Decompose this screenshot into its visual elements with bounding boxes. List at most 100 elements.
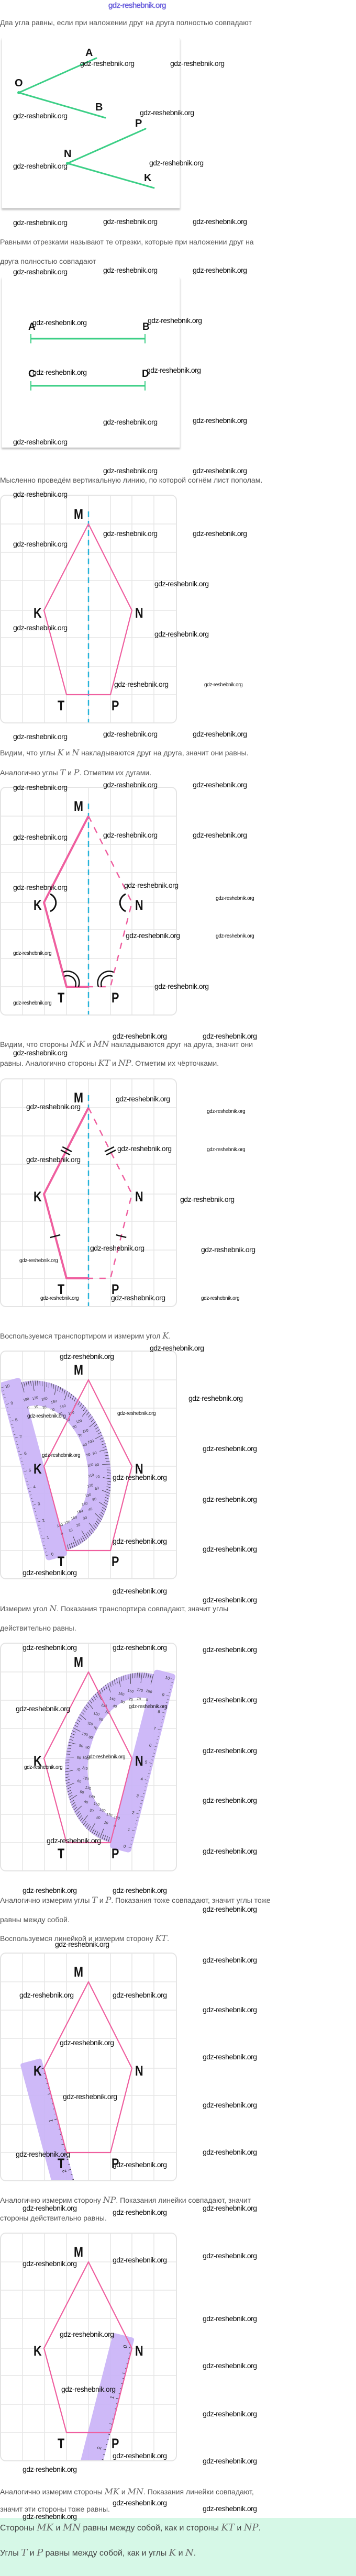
watermark-text: gdz-reshebnik.org xyxy=(201,1296,240,1301)
protractor-inner-label: 60 xyxy=(72,1425,77,1430)
text-line: Два угла равны, если при наложении друг … xyxy=(0,13,356,32)
protractor-tick xyxy=(73,1727,81,1732)
protractor-tick xyxy=(48,1382,50,1388)
ruler-number: 3 xyxy=(37,1501,41,1507)
vertex-label-k: K xyxy=(34,606,42,621)
protractor-tick xyxy=(91,1698,94,1702)
ruler-tick xyxy=(11,1424,13,1425)
angle-arc-t-outer xyxy=(63,971,80,987)
protractor-outer-label: 110 xyxy=(87,1721,94,1726)
ruler-tick xyxy=(108,2434,110,2435)
protractor-outer-label: 100 xyxy=(81,1732,88,1737)
protractor-tick xyxy=(105,1460,110,1462)
vertex-label-t: T xyxy=(58,2156,64,2172)
ruler-number: 5 xyxy=(28,1468,32,1473)
protractor-tick xyxy=(107,1472,111,1474)
protractor-outer-label: 70 xyxy=(76,1768,81,1772)
protractor-tick xyxy=(88,1530,92,1535)
vertex-label-k: K xyxy=(34,2064,42,2079)
protractor-tick xyxy=(66,1754,70,1755)
protractor-tick xyxy=(81,1815,88,1824)
watermark-text: gdz-reshebnik.org xyxy=(203,1956,257,1964)
protractor-inner-label: 160 xyxy=(99,1808,106,1813)
protractor-tick xyxy=(23,1381,25,1387)
angle-arc-p-inner xyxy=(100,975,113,987)
protractor-tick xyxy=(125,1675,127,1680)
text-line: действительно равны. xyxy=(0,1619,356,1638)
pentagon-left-half xyxy=(43,816,90,988)
protractor-inner-label: 90 xyxy=(85,1745,90,1750)
text-segment: значит эти стороны тоже равны. xyxy=(0,2505,110,2513)
protractor-tick xyxy=(114,1679,116,1685)
protractor-tick xyxy=(101,1440,105,1443)
ruler-number: 7 xyxy=(153,1726,157,1731)
protractor-inner-label: 90 xyxy=(86,1453,91,1457)
segments-diagram: A B C D xyxy=(28,321,150,391)
protractor-inner-label: 0 xyxy=(146,1698,149,1702)
math-symbol: KT xyxy=(98,1058,110,1068)
protractor-tick xyxy=(135,1672,136,1678)
protractor-outer-label: 30 xyxy=(83,1516,87,1521)
protractor-tick xyxy=(107,1475,112,1477)
ruler-tick xyxy=(157,1736,159,1737)
protractor-tick xyxy=(95,1434,103,1439)
protractor-tick xyxy=(106,1486,111,1488)
protractor-tick xyxy=(71,1802,75,1805)
protractor-inner-label: 60 xyxy=(98,1718,103,1722)
protractor-outer-label: 20 xyxy=(76,1523,81,1528)
protractor-tick xyxy=(137,1672,138,1678)
ruler-tick xyxy=(36,1518,38,1519)
label-d: D xyxy=(142,369,149,380)
protractor-arc xyxy=(21,1380,112,1551)
ruler-number: 2 xyxy=(96,2446,103,2450)
ruler-number: 9 xyxy=(162,1692,165,1698)
protractor-tick xyxy=(97,1691,102,1700)
protractor-tick xyxy=(39,1380,40,1386)
protractor-tick xyxy=(46,1382,47,1387)
ruler-number: 0 xyxy=(123,1844,127,1849)
protractor-inner-label: 80 xyxy=(88,1735,93,1740)
protractor-tick xyxy=(150,1674,154,1685)
text-segment: равны между собой, как и стороны xyxy=(81,2524,221,2533)
vertex-label-p: P xyxy=(112,1846,119,1862)
ruler-number: 3 xyxy=(136,1793,139,1799)
protractor-outer-label: 150 xyxy=(50,1399,57,1404)
watermark-text: gdz-reshebnik.org xyxy=(193,217,247,226)
pentagon-mnptk xyxy=(43,1671,133,1844)
protractor-tick xyxy=(84,1707,87,1710)
text-segment: Видим, что стороны xyxy=(0,1040,71,1049)
text-segment: друга полностью совпадают xyxy=(0,257,96,265)
protractor-tick xyxy=(51,1383,52,1389)
text-line: Стороны MK и MN равны между собой, как и… xyxy=(0,2515,356,2540)
card-border xyxy=(0,1643,177,1871)
ruler-tick xyxy=(143,1790,146,1791)
protractor-tick xyxy=(44,1381,45,1392)
ruler-number: 0 xyxy=(123,2344,129,2349)
protractor-tick xyxy=(66,1544,69,1550)
watermark-text: gdz-reshebnik.org xyxy=(203,1545,257,1553)
watermark-text: gdz-reshebnik.org xyxy=(203,1444,257,1453)
ruler-number: 2 xyxy=(42,1518,46,1523)
protractor-tick xyxy=(97,1832,100,1838)
protractor-outer-label: 90 xyxy=(92,1451,97,1456)
text-segment: Аналогично измерим сторону xyxy=(0,2196,103,2204)
text-segment: и xyxy=(97,1896,106,1904)
protractor-inner-label: 20 xyxy=(42,1406,47,1410)
protractor-tick xyxy=(120,1676,122,1681)
label-a: A xyxy=(28,321,36,332)
ruler-strip xyxy=(71,2333,135,2461)
ruler-tick xyxy=(155,1743,158,1744)
protractor-inner-label: 120 xyxy=(82,1776,89,1781)
protractor-tick xyxy=(74,1725,78,1727)
protractor-tick xyxy=(139,1672,140,1678)
text-line: Видим, что углы K и N накладываются друг… xyxy=(0,743,356,763)
watermark-text: gdz-reshebnik.org xyxy=(207,1147,246,1153)
protractor-tick xyxy=(97,1518,101,1522)
text-segment: и xyxy=(27,2549,37,2558)
pentagon-mnptk xyxy=(43,1379,133,1552)
paragraph-angles-overlap: Видим, что углы K и N накладываются друг… xyxy=(0,743,356,783)
vertex-label-m: M xyxy=(74,1363,83,1378)
ruler-tick xyxy=(3,1393,5,1395)
angle-arc-k xyxy=(50,893,57,912)
ruler: 012 xyxy=(71,2333,135,2461)
